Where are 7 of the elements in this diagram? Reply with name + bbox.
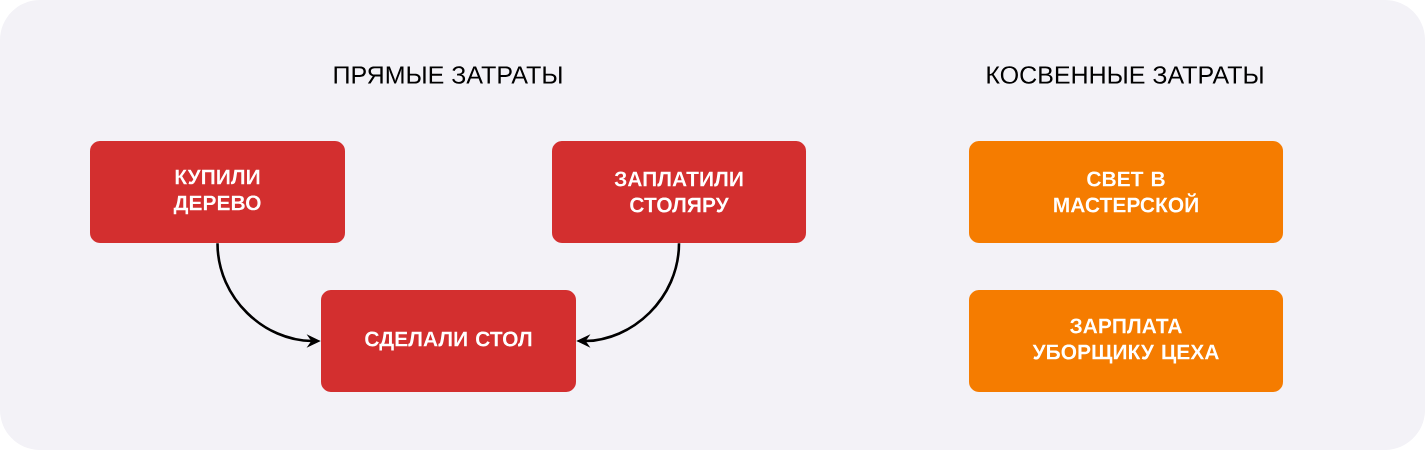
process-box: ЗАПЛАТИЛИ СТОЛЯРУ — [552, 141, 806, 243]
column-heading: ПРЯМЫЕ ЗАТРАТЫ — [334, 66, 562, 84]
column-heading: КОСВЕННЫЕ ЗАТРАТЫ — [987, 66, 1263, 84]
process-box: ЗАРПЛАТА УБОРЩИКУ ЦЕХА — [969, 290, 1283, 392]
process-box: КУПИЛИ ДЕРЕВО — [90, 141, 345, 243]
process-box: СДЕЛАЛИ СТОЛ — [321, 290, 576, 392]
process-box: СВЕТ В МАСТЕРСКОЙ — [969, 141, 1283, 243]
